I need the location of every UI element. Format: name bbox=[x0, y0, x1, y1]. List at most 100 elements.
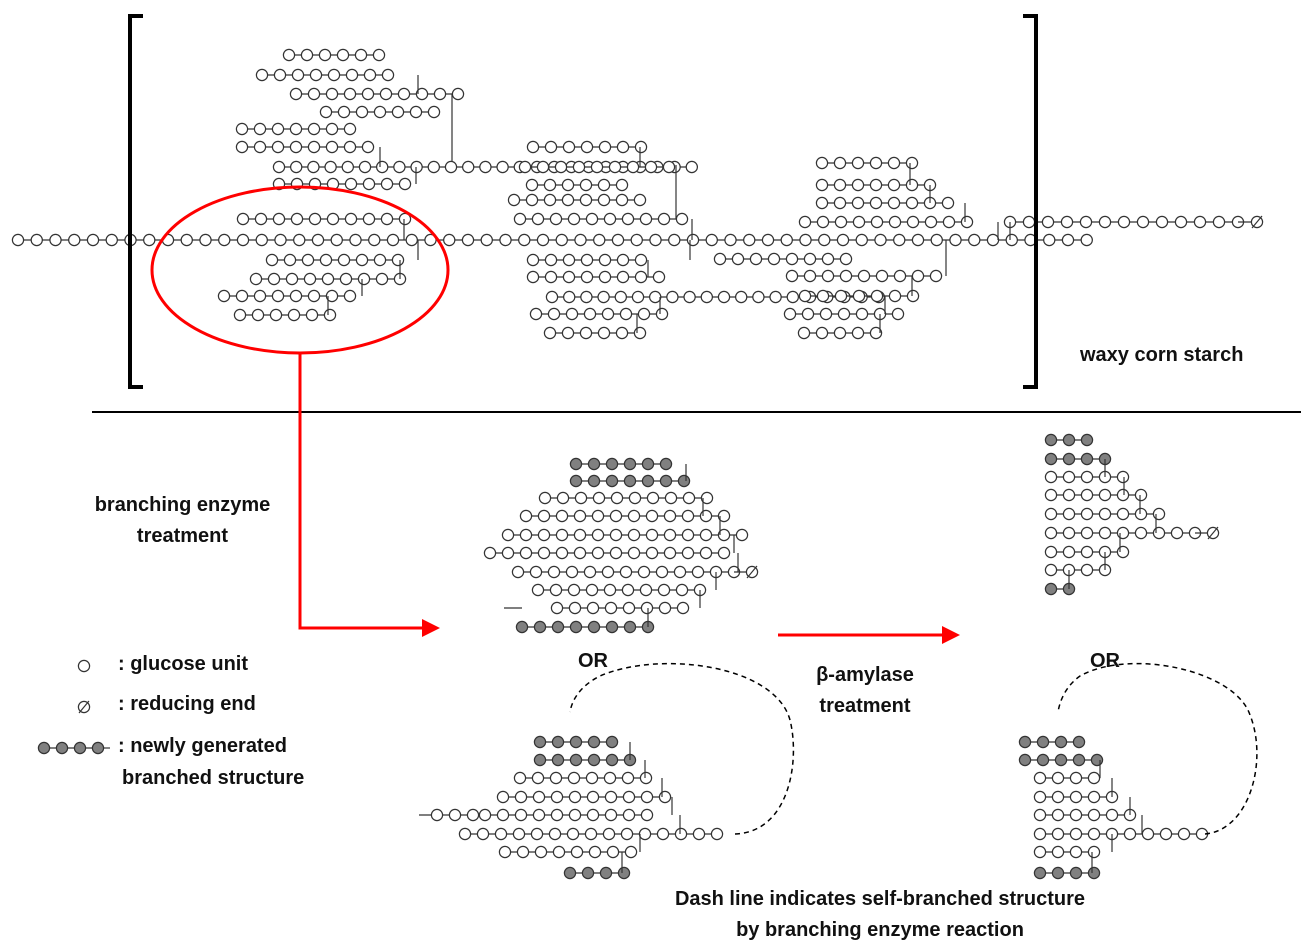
new-glucose-unit bbox=[1080, 433, 1094, 447]
glucose-unit bbox=[603, 583, 617, 597]
glucose-unit bbox=[573, 546, 587, 560]
glucose-unit bbox=[630, 233, 643, 247]
glucose-unit bbox=[603, 212, 617, 226]
glucose-unit bbox=[598, 270, 612, 284]
glucose-unit bbox=[300, 48, 314, 62]
glucose-unit bbox=[597, 193, 611, 207]
glucose-unit bbox=[1087, 808, 1101, 822]
glucose-unit bbox=[218, 233, 231, 247]
glucose-unit bbox=[1155, 215, 1169, 229]
glucose-unit bbox=[373, 105, 387, 119]
glucose-unit bbox=[323, 308, 337, 322]
glucose-unit bbox=[552, 845, 566, 859]
glucose-unit bbox=[942, 215, 956, 229]
glucose-unit bbox=[501, 528, 515, 542]
glucose-unit bbox=[833, 156, 847, 170]
glucose-unit bbox=[851, 196, 865, 210]
glucose-unit bbox=[273, 68, 287, 82]
reducing-end-slash bbox=[1251, 215, 1263, 229]
glucose-unit bbox=[1098, 488, 1112, 502]
glucose-unit bbox=[893, 269, 907, 283]
glucose-unit bbox=[870, 289, 884, 303]
glucose-unit bbox=[579, 193, 593, 207]
glucose-unit bbox=[649, 233, 662, 247]
glucose-unit bbox=[887, 178, 901, 192]
glucose-unit bbox=[341, 160, 354, 174]
glucose-unit bbox=[1044, 470, 1058, 484]
glucose-unit bbox=[572, 160, 586, 174]
glucose-unit bbox=[700, 491, 714, 505]
glucose-unit bbox=[1212, 215, 1226, 229]
glucose-unit bbox=[906, 289, 920, 303]
glucose-unit bbox=[458, 827, 472, 841]
glucose-unit bbox=[851, 326, 865, 340]
glucose-unit bbox=[325, 289, 339, 303]
red-arrow-icon bbox=[298, 354, 430, 630]
legend-new-label-1: : newly generated bbox=[118, 735, 287, 757]
glucose-unit bbox=[645, 509, 659, 523]
glucose-unit bbox=[303, 272, 317, 286]
glucose-unit bbox=[1152, 507, 1166, 521]
glucose-unit bbox=[380, 212, 394, 226]
glucose-unit bbox=[547, 565, 561, 579]
new-glucose-unit bbox=[569, 474, 583, 488]
glucose-unit bbox=[586, 808, 600, 822]
dash-self-branch-right bbox=[1057, 662, 1258, 835]
dash-note: Dash line indicates self-branched struct… bbox=[600, 884, 1160, 946]
glucose-unit bbox=[433, 87, 447, 101]
glucose-unit bbox=[265, 253, 279, 267]
glucose-unit bbox=[1080, 545, 1094, 559]
glucose-unit bbox=[1033, 827, 1047, 841]
glucose-unit bbox=[518, 160, 532, 174]
glucose-unit bbox=[1170, 526, 1184, 540]
glucose-unit bbox=[851, 156, 865, 170]
glucose-unit bbox=[752, 290, 765, 304]
glucose-unit bbox=[1041, 215, 1055, 229]
glucose-unit bbox=[1159, 827, 1173, 841]
glucose-unit bbox=[330, 233, 343, 247]
glucose-unit bbox=[675, 212, 689, 226]
glucose-unit bbox=[855, 307, 869, 321]
new-glucose-unit bbox=[551, 753, 565, 767]
glucose-unit bbox=[543, 178, 557, 192]
new-glucose-unit bbox=[551, 620, 565, 634]
glucose-unit bbox=[887, 196, 901, 210]
glucose-unit bbox=[639, 771, 653, 785]
red-arrowhead-2-icon bbox=[942, 626, 960, 644]
new-glucose-unit bbox=[1051, 866, 1065, 880]
glucose-unit bbox=[780, 233, 793, 247]
glucose-unit bbox=[462, 160, 475, 174]
glucose-unit bbox=[236, 233, 250, 247]
glucose-unit bbox=[518, 233, 531, 247]
glucose-unit bbox=[537, 509, 551, 523]
glucose-unit bbox=[361, 87, 375, 101]
glucose-unit bbox=[555, 546, 569, 560]
glucose-unit bbox=[619, 565, 633, 579]
glucose-unit bbox=[235, 140, 249, 154]
glucose-unit bbox=[839, 252, 853, 266]
glucose-unit bbox=[640, 790, 654, 804]
glucose-unit bbox=[563, 290, 576, 304]
glucose-unit bbox=[1044, 563, 1058, 577]
new-glucose-unit bbox=[605, 753, 619, 767]
glucose-unit bbox=[621, 771, 635, 785]
glucose-unit bbox=[269, 308, 283, 322]
glucose-unit bbox=[1051, 845, 1065, 859]
glucose-unit bbox=[307, 140, 321, 154]
glucose-unit bbox=[616, 270, 630, 284]
glucose-unit bbox=[415, 87, 429, 101]
glucose-unit bbox=[580, 253, 594, 267]
glucose-unit bbox=[713, 252, 727, 266]
glucose-unit bbox=[674, 827, 688, 841]
left-bracket-icon bbox=[128, 14, 143, 389]
new-glucose-unit bbox=[587, 457, 601, 471]
glucose-unit bbox=[567, 771, 581, 785]
glucose-unit bbox=[1044, 545, 1058, 559]
new-glucose-unit bbox=[1087, 866, 1101, 880]
glucose-unit bbox=[960, 215, 974, 229]
glucose-unit bbox=[1005, 233, 1018, 247]
glucose-unit bbox=[1080, 488, 1094, 502]
glucose-unit bbox=[526, 253, 540, 267]
glucose-unit bbox=[1117, 215, 1131, 229]
glucose-unit bbox=[591, 509, 605, 523]
